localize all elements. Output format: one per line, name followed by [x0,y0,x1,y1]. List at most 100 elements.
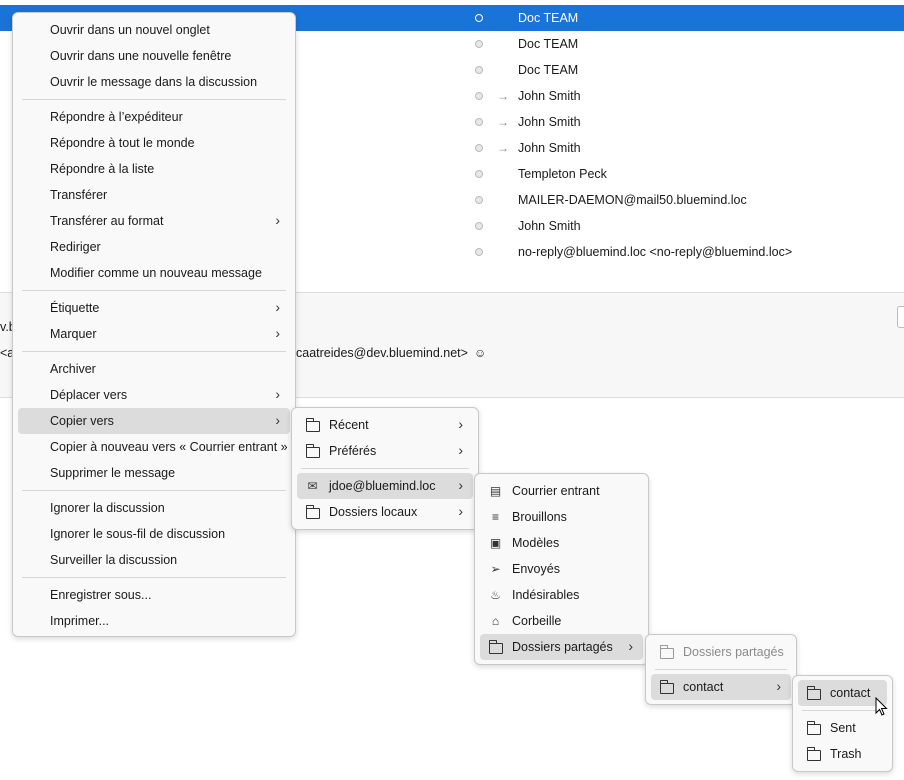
folder-shared-self: Dossiers partagés [651,639,791,665]
message-row[interactable]: Doc TEAM [0,31,904,57]
label: Dossiers locaux [329,505,418,519]
label: Ignorer le sous-fil de discussion [50,527,226,541]
menu-open-new-tab[interactable]: Ouvrir dans un nouvel onglet [18,17,290,43]
menu-copy-again[interactable]: Copier à nouveau vers « Courrier entrant… [18,434,290,460]
read-status-icon[interactable] [475,14,483,22]
trash-icon: ⌂ [491,614,500,628]
menu-redirect[interactable]: Rediriger [18,234,290,260]
message-sender: Doc TEAM [518,11,579,25]
message-row[interactable]: Templeton Peck [0,161,904,187]
folder-contact[interactable]: contact› [651,674,791,700]
message-row[interactable]: → John Smith [0,83,904,109]
menu-tag[interactable]: Étiquette › [18,295,290,321]
menu-edit-as-new[interactable]: Modifier comme un nouveau message [18,260,290,286]
menu-reply-all[interactable]: Répondre à tout le monde [18,130,290,156]
replied-arrow-icon: → [497,89,509,103]
menu-open-in-thread[interactable]: Ouvrir le message dans la discussion [18,69,290,95]
read-status-icon[interactable] [475,92,483,100]
menu-favorites[interactable]: Préférés› [297,438,473,464]
folder-icon [659,644,674,659]
label: Étiquette [50,301,100,315]
folder-contact-trash[interactable]: Trash [798,741,887,767]
drafts-icon: ≡ [491,510,499,524]
folder-templates[interactable]: ▣Modèles [480,530,643,556]
label: Sent [830,721,856,735]
read-status-icon[interactable] [475,40,483,48]
chevron-right-icon: › [275,386,280,402]
label: Préférés [329,444,377,458]
contact-icon[interactable]: ☺ [473,346,487,360]
folder-contact-sent[interactable]: Sent [798,715,887,741]
menu-watch-thread[interactable]: Surveiller la discussion [18,547,290,573]
menu-ignore-thread[interactable]: Ignorer la discussion [18,495,290,521]
chevron-right-icon: › [275,212,280,228]
folder-icon [806,720,821,735]
menu-save-as[interactable]: Enregistrer sous... [18,582,290,608]
message-row[interactable]: →John Smith [0,109,904,135]
folder-contact-self[interactable]: contact [798,680,887,706]
label: Déplacer vers [50,388,128,402]
label: Modifier comme un nouveau message [50,266,262,280]
menu-copy-to[interactable]: Copier vers› [18,408,290,434]
header-fragment: <a [0,346,15,360]
message-row[interactable]: MAILER-DAEMON@mail50.bluemind.loc [0,187,904,213]
separator [301,468,469,469]
message-row[interactable]: Doc TEAM [0,57,904,83]
message-row[interactable]: no-reply@bluemind.loc <no-reply@bluemind… [0,239,904,265]
flame-icon: ♨ [490,588,501,602]
chevron-right-icon: › [275,299,280,315]
label: Ouvrir dans un nouvel onglet [50,23,210,37]
menu-move-to[interactable]: Déplacer vers › [18,382,290,408]
label: Imprimer... [50,614,110,628]
menu-local-folders[interactable]: Dossiers locaux › [297,499,473,525]
folder-trash[interactable]: ⌂ Corbeille [480,608,643,634]
read-status-icon[interactable] [475,248,483,256]
label: Dossiers partagés [683,645,784,659]
menu-reply-sender[interactable]: Répondre à l’expéditeur [18,104,290,130]
folder-drafts[interactable]: ≡Brouillons [480,504,643,530]
header-button[interactable] [897,306,904,328]
menu-mark[interactable]: Marquer› [18,321,290,347]
menu-forward-as[interactable]: Transférer au format› [18,208,290,234]
folder-shared[interactable]: Dossiers partagés› [480,634,643,660]
replied-arrow-icon: → [497,141,509,155]
folder-junk[interactable]: ♨Indésirables [480,582,643,608]
menu-ignore-subthread[interactable]: Ignorer le sous-fil de discussion [18,521,290,547]
menu-forward[interactable]: Transférer [18,182,290,208]
mouse-cursor-icon [875,697,888,716]
message-sender: Doc TEAM [518,37,579,51]
account-submenu: ▤Courrier entrant ≡Brouillons ▣Modèles ➢… [474,473,649,665]
chevron-right-icon: › [458,503,463,519]
folder-icon [806,685,821,700]
label: Rediriger [50,240,101,254]
message-sender: John Smith [518,115,581,129]
folder-icon [305,417,320,432]
read-status-icon[interactable] [475,170,483,178]
read-status-icon[interactable] [475,144,483,152]
label: Copier vers [50,414,114,428]
read-status-icon[interactable] [475,222,483,230]
folder-inbox[interactable]: ▤Courrier entrant [480,478,643,504]
separator [22,290,286,291]
label: jdoe@bluemind.loc [329,479,436,493]
recipient-email[interactable]: caatreides@dev.bluemind.net> [296,346,468,360]
label: Corbeille [512,614,562,628]
menu-archive[interactable]: Archiver [18,356,290,382]
message-row[interactable]: →John Smith [0,135,904,161]
separator [655,669,787,670]
read-status-icon[interactable] [475,66,483,74]
message-row[interactable]: John Smith [0,213,904,239]
paper-plane-icon: ➢ [490,562,501,576]
menu-recent[interactable]: Récent› [297,412,473,438]
message-sender: John Smith [518,89,581,103]
label: Répondre à la liste [50,162,155,176]
read-status-icon[interactable] [475,118,483,126]
menu-open-new-window[interactable]: Ouvrir dans une nouvelle fenêtre [18,43,290,69]
menu-account[interactable]: ✉jdoe@bluemind.loc› [297,473,473,499]
menu-reply-list[interactable]: Répondre à la liste [18,156,290,182]
label: Copier à nouveau vers « Courrier entrant… [50,440,288,454]
menu-print[interactable]: Imprimer... [18,608,290,634]
menu-delete[interactable]: Supprimer le message [18,460,290,486]
folder-sent[interactable]: ➢Envoyés [480,556,643,582]
read-status-icon[interactable] [475,196,483,204]
